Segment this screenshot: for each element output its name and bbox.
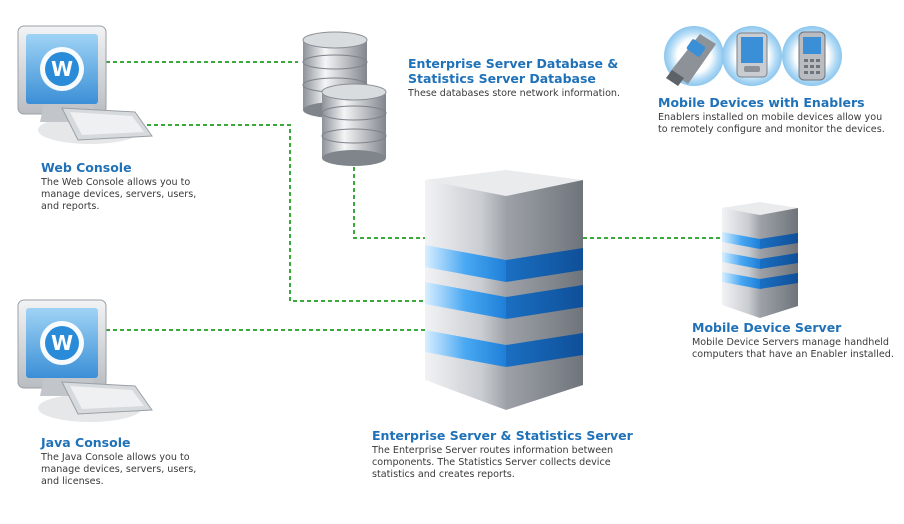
connector-web-console-server bbox=[133, 124, 425, 302]
database-description: These databases store network informatio… bbox=[408, 88, 621, 99]
java-console-title: Java Console bbox=[41, 435, 131, 450]
mobile-device-server-title: Mobile Device Server bbox=[692, 320, 842, 335]
handheld-scanner-icon bbox=[664, 26, 724, 86]
java-console-description: The Java Console allows you to manage de… bbox=[41, 452, 197, 488]
mobile-device-server-label: Mobile Device Server Mobile Device Serve… bbox=[692, 320, 897, 361]
enterprise-server-description: The Enterprise Server routes information… bbox=[372, 445, 614, 481]
mobile-devices-label: Mobile Devices with Enablers Enablers in… bbox=[658, 95, 898, 136]
java-console-label: Java Console The Java Console allows you… bbox=[41, 435, 206, 489]
mobile-device-server-icon bbox=[722, 202, 798, 318]
java-console-computer-icon: W bbox=[17, 299, 153, 422]
web-console-label: Web Console The Web Console allows you t… bbox=[41, 160, 201, 214]
web-console-computer-icon: W bbox=[17, 25, 153, 144]
enterprise-server-title: Enterprise Server & Statistics Server bbox=[372, 428, 633, 443]
mobile-devices-title: Mobile Devices with Enablers bbox=[658, 95, 865, 110]
enterprise-server-label: Enterprise Server & Statistics Server Th… bbox=[372, 428, 634, 482]
connector-lines bbox=[106, 61, 720, 331]
enterprise-server-icon bbox=[425, 170, 583, 410]
mobile-devices-description-line-2: to remotely configure and monitor the de… bbox=[658, 124, 885, 136]
mobile-phone-icon bbox=[782, 26, 842, 86]
database-cylinder-icon bbox=[321, 83, 387, 166]
svg-text:W: W bbox=[51, 331, 73, 355]
database-title-line-2: Statistics Server Database bbox=[408, 71, 596, 86]
svg-text:W: W bbox=[51, 57, 73, 81]
connector-database-server bbox=[353, 160, 425, 239]
pda-device-icon bbox=[722, 26, 782, 86]
web-console-description: The Web Console allows you to manage dev… bbox=[41, 177, 197, 213]
mobile-devices-description-line-1: Enablers installed on mobile devices all… bbox=[658, 112, 883, 123]
mobile-device-server-description: Mobile Device Servers manage handheld co… bbox=[692, 337, 894, 361]
database-label: Enterprise Server Database & Statistics … bbox=[408, 56, 668, 100]
web-console-title: Web Console bbox=[41, 160, 132, 175]
database-title-line-1: Enterprise Server Database & bbox=[408, 56, 619, 71]
